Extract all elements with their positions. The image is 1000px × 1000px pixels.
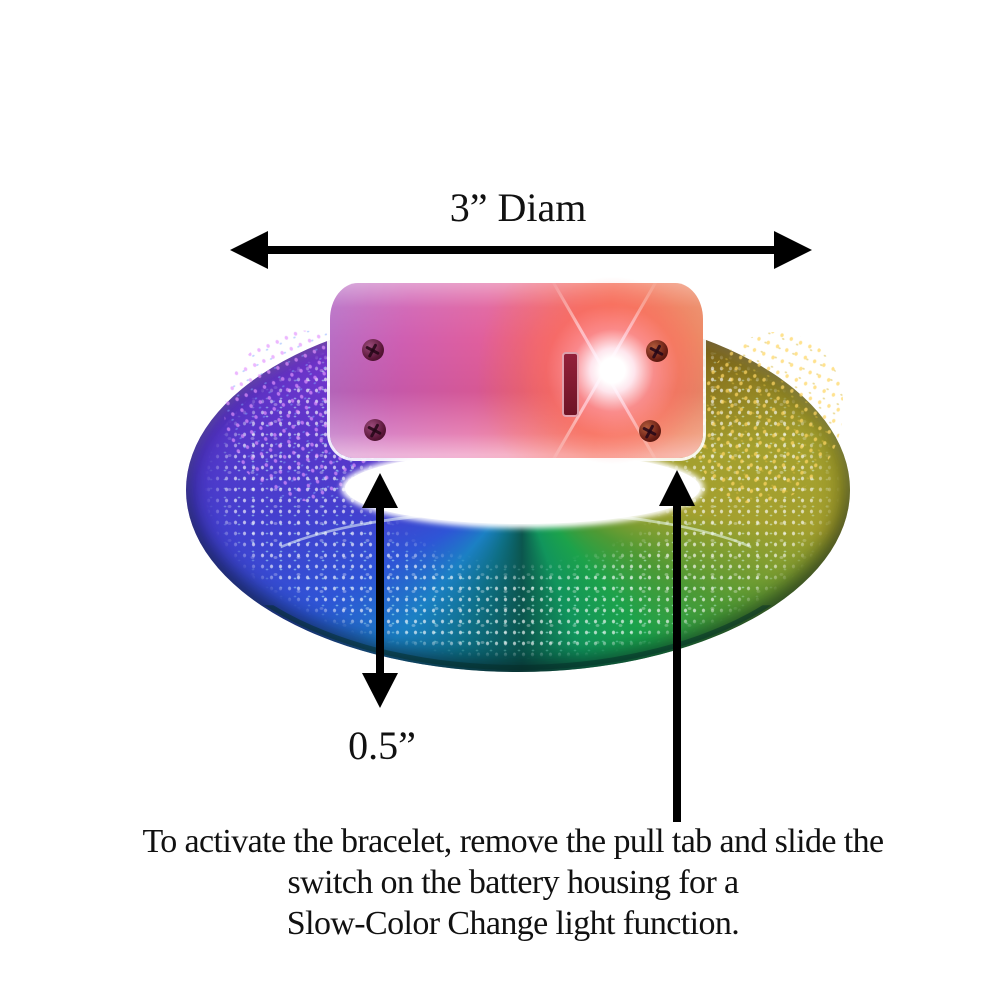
caption-line-2: switch on the battery housing for a [287,864,739,901]
led-light [515,273,710,468]
band-width-label: 0.5” [348,723,416,768]
screw-bottom-right [639,420,661,442]
caption-line-3: Slow-Color Change light function. [286,905,740,942]
screw-top-right [646,340,668,362]
screw-bottom-left [364,419,386,441]
screw-top-left [362,339,384,361]
activation-instructions: To activate the bracelet, remove the pul… [26,821,1000,944]
diameter-label: 3” Diam [449,185,587,230]
band-inner-opening [345,452,700,524]
caption-line-1: To activate the bracelet, remove the pul… [142,823,884,860]
battery-housing [330,273,710,468]
pull-tab-slot [562,352,579,417]
band-bottom-edge-shadow [227,605,809,670]
